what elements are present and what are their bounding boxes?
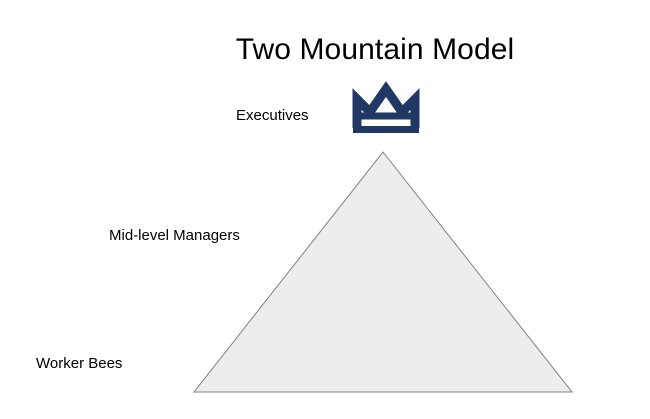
tier-label-mid-level-managers: Mid-level Managers xyxy=(109,227,240,244)
page-title: Two Mountain Model xyxy=(235,33,515,66)
tier-label-executives: Executives xyxy=(236,107,309,124)
crown-icon xyxy=(352,81,420,133)
pyramid-triangle xyxy=(192,151,574,393)
tier-label-worker-bees: Worker Bees xyxy=(36,355,123,372)
